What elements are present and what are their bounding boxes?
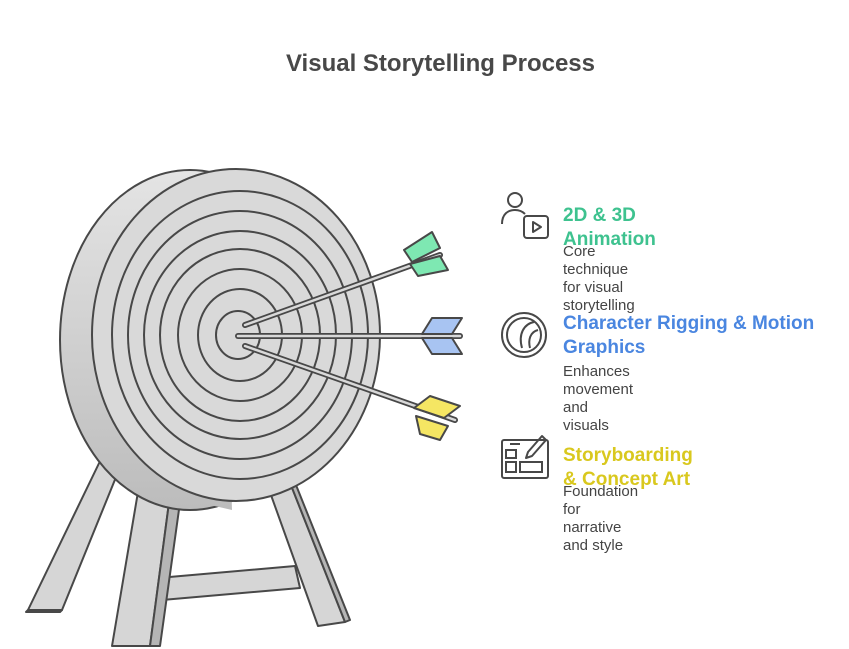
- item-description: Foundation for narrative and style: [563, 483, 639, 554]
- target-illustration: [25, 168, 463, 647]
- arrow-yellow: [242, 343, 461, 441]
- sketch-board-icon: [501, 435, 549, 479]
- target: [59, 168, 381, 511]
- item-description: Enhances movement and visuals: [563, 363, 634, 434]
- item-heading: Storyboarding & Concept Art: [563, 445, 693, 490]
- item-description: Core technique for visual storytelling: [563, 243, 635, 314]
- user-play-icon: [501, 192, 549, 239]
- arrow-green: [242, 231, 449, 328]
- stand: [25, 454, 351, 647]
- stand-crossbar: [157, 565, 301, 601]
- item-heading: 2D & 3D Animation: [563, 205, 656, 250]
- stand-leg-left-side: [25, 609, 63, 613]
- ball-icon: [501, 312, 547, 358]
- stand-leg-left: [27, 454, 126, 611]
- page-title: Visual Storytelling Process: [285, 50, 595, 77]
- item-heading: Character Rigging & Motion Graphics: [563, 313, 815, 358]
- arrow-blue: [235, 317, 463, 355]
